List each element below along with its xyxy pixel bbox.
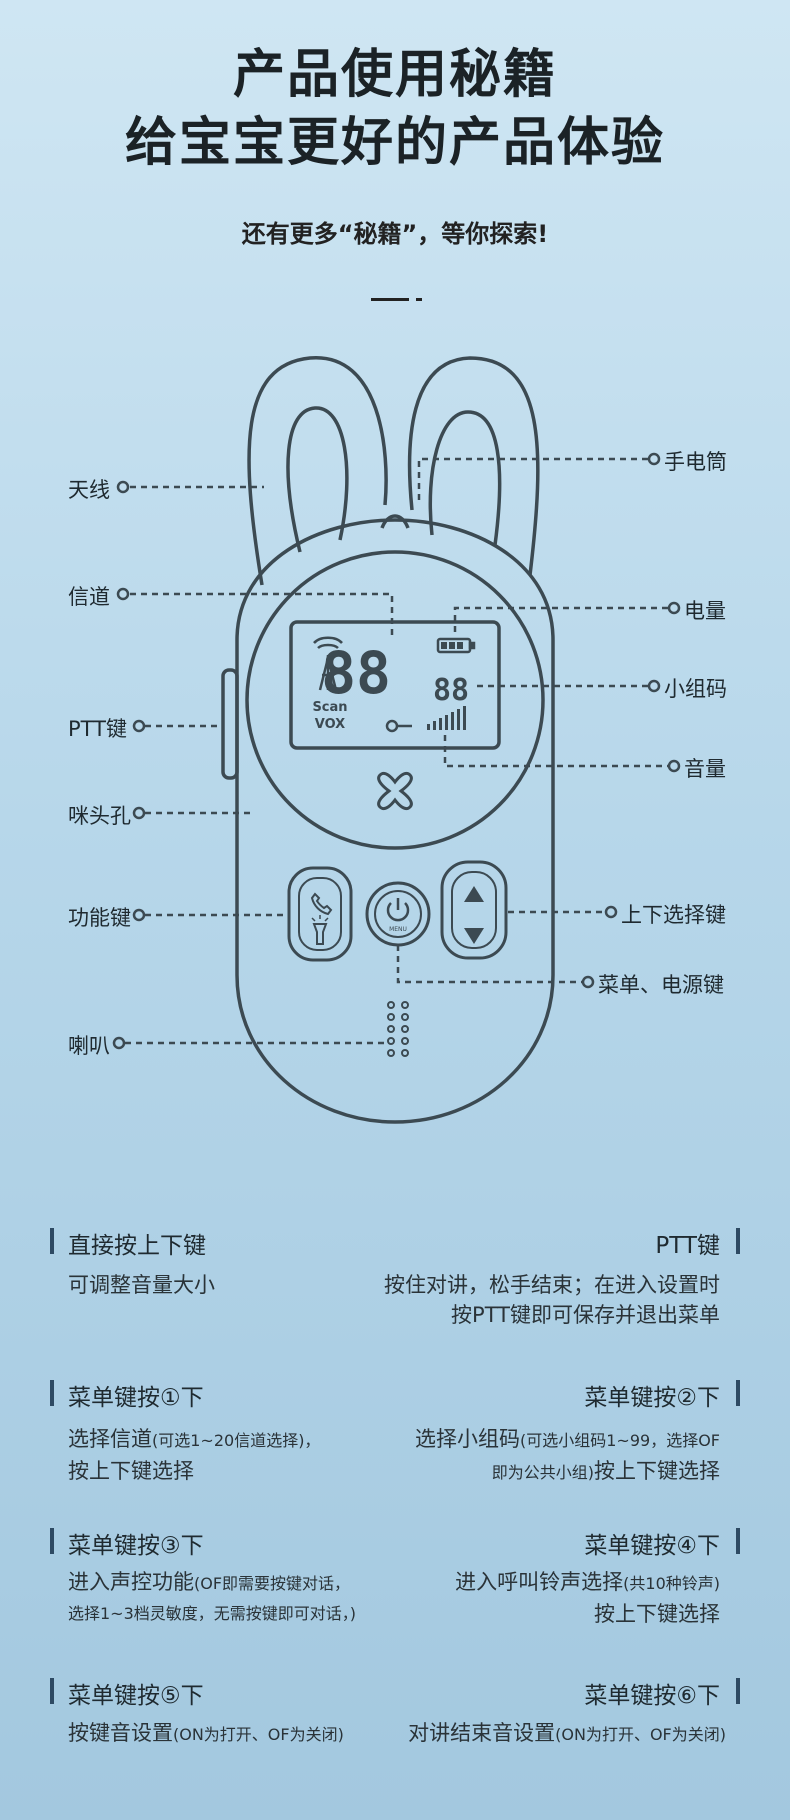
callout-menu-power: 菜单、电源键 — [598, 973, 724, 997]
ptt-side-key — [221, 668, 239, 780]
section-bar — [50, 1380, 54, 1406]
instruction-desc: 按键音设置(ON为打开、OF为关闭) — [68, 1721, 344, 1745]
device-body — [235, 518, 555, 1124]
page-subtitle: 还有更多“秘籍”，等你探索! — [241, 220, 549, 248]
instruction-desc: 选择信道(可选1~20信道选择)， 按上下键选择 — [68, 1427, 321, 1483]
callout-antenna: 天线 — [68, 478, 110, 502]
section-bar — [736, 1678, 740, 1704]
device-diagram: 88 88 Scan VOX MENU — [112, 356, 681, 1124]
lcd-vox-text: VOX — [315, 717, 345, 732]
arrow-up-icon — [464, 886, 484, 902]
callout-group-code: 小组码 — [664, 677, 727, 701]
section-bar — [736, 1528, 740, 1554]
callout-mic: 咪头孔 — [68, 804, 131, 828]
callout-ptt: PTT键 — [68, 717, 127, 741]
instruction-desc: 按住对讲，松手结束；在进入设置时 按PTT键即可保存并退出菜单 — [384, 1273, 720, 1327]
section-bar — [50, 1528, 54, 1554]
callout-volume: 音量 — [684, 757, 726, 781]
callout-battery: 电量 — [684, 599, 726, 623]
callout-function: 功能键 — [68, 906, 131, 930]
phone-icon — [310, 892, 333, 916]
flashlight-icon — [312, 923, 328, 945]
arrow-down-icon — [464, 928, 484, 944]
page-title-line2: 给宝宝更好的产品体验 — [124, 113, 665, 173]
divider-dot — [416, 298, 422, 301]
menu-button-label: MENU — [389, 926, 407, 933]
callout-updown: 上下选择键 — [621, 903, 726, 927]
lcd-group-digits: 88 — [433, 673, 469, 708]
callout-flashlight: 手电筒 — [664, 450, 727, 474]
display-ring — [245, 550, 545, 850]
instruction-heading: 菜单键按④下 — [584, 1533, 720, 1559]
instruction-heading: 菜单键按②下 — [584, 1385, 720, 1411]
instruction-desc: 可调整音量大小 — [68, 1273, 215, 1297]
left-ear — [247, 356, 388, 586]
page-title-line1: 产品使用秘籍 — [232, 45, 557, 105]
menu-power-button — [365, 881, 431, 947]
section-bar — [50, 1228, 54, 1254]
updown-button — [440, 860, 508, 960]
instruction-desc: 选择小组码(可选小组码1~99，选择OF 即为公共小组)按上下键选择 — [415, 1427, 720, 1483]
lcd-channel-digits: 88 — [321, 639, 391, 707]
right-ear-inner — [428, 410, 502, 546]
section-bar — [50, 1678, 54, 1704]
instruction-heading: 菜单键按①下 — [68, 1385, 204, 1411]
section-bar — [736, 1228, 740, 1254]
right-ear — [407, 356, 540, 576]
speaker-grille — [387, 1001, 409, 1057]
signal-tower-icon — [318, 655, 338, 691]
callout-channel: 信道 — [68, 585, 110, 609]
instruction-heading: 菜单键按⑥下 — [584, 1683, 720, 1709]
left-ear-inner — [286, 406, 349, 553]
callout-speaker: 喇叭 — [68, 1034, 110, 1058]
instruction-heading: 菜单键按⑤下 — [68, 1683, 204, 1709]
key-icon — [385, 719, 399, 733]
section-bar — [736, 1380, 740, 1406]
instruction-heading: PTT键 — [655, 1233, 720, 1259]
instruction-desc: 对讲结束音设置(ON为打开、OF为关闭) — [408, 1721, 726, 1745]
logo-mark — [377, 771, 413, 811]
instruction-desc: 进入呼叫铃声选择(共10种铃声) 按上下键选择 — [455, 1570, 720, 1626]
instruction-heading: 直接按上下键 — [68, 1233, 206, 1259]
volume-meter — [427, 724, 430, 730]
instruction-desc: 进入声控功能(OF即需要按键对话， 选择1~3档灵敏度，无需按键即可对话，) — [68, 1570, 357, 1623]
lcd-scan-text: Scan — [312, 700, 347, 715]
instruction-heading: 菜单键按③下 — [68, 1533, 204, 1559]
divider — [371, 298, 409, 301]
